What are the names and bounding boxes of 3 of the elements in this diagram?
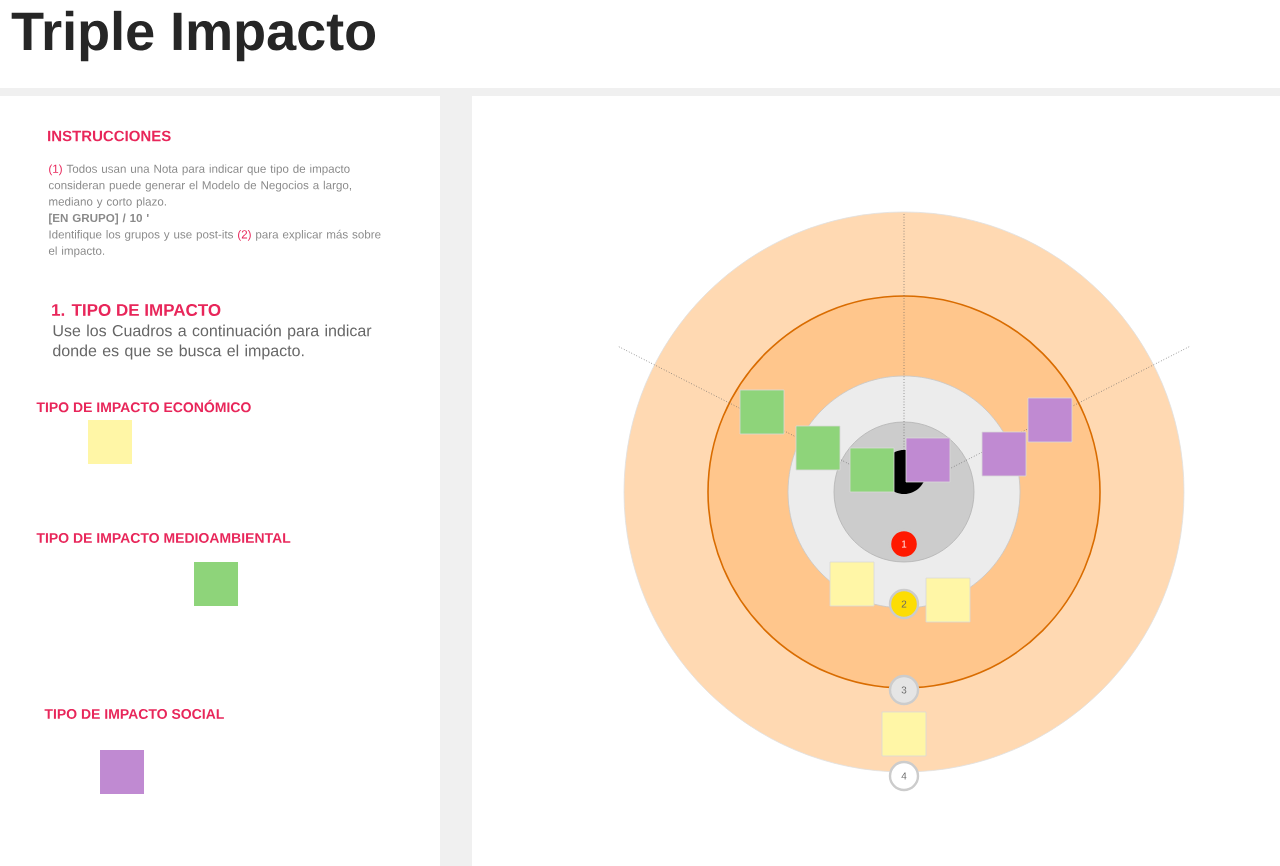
title: Triple Impacto — [11, 10, 376, 62]
heading: 1. TIPO DE IMPACTO — [52, 304, 221, 316]
instructions-text: Use los Cuadros a continuación para indicar donde es que se busca el impacto. — [53, 324, 372, 360]
